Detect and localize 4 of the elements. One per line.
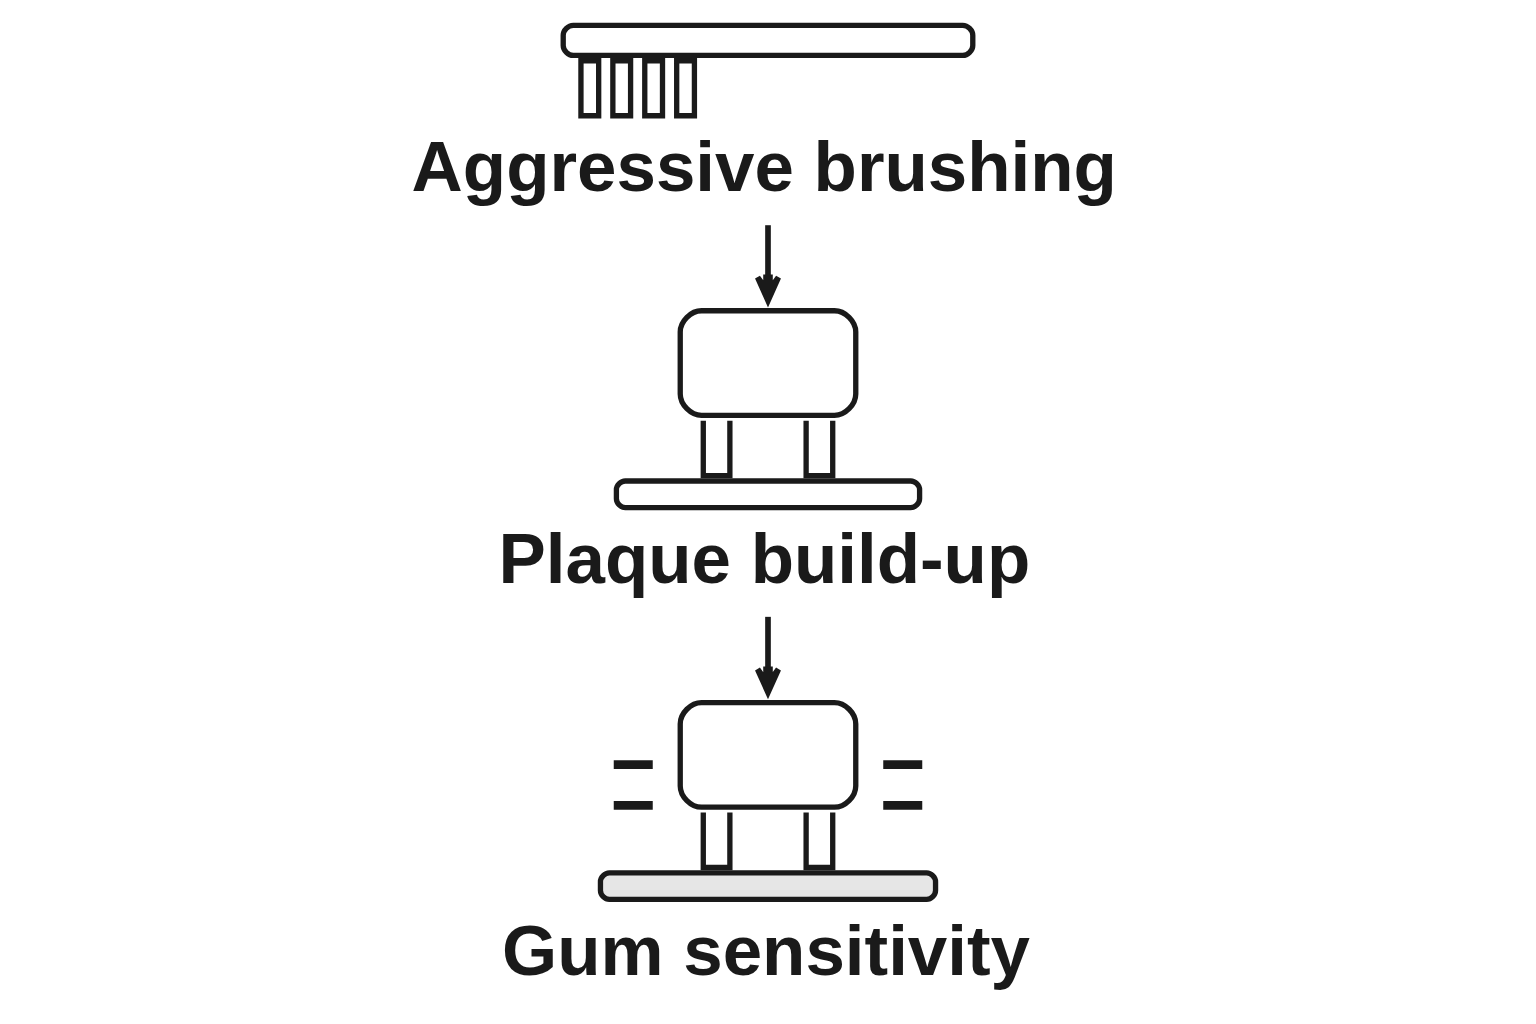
arrow — [754, 616, 782, 696]
node-label: Aggressive brushing — [411, 127, 1117, 207]
node-label: Plaque build-up — [498, 518, 1031, 598]
node-label: Gum sensitivity — [502, 910, 1031, 990]
